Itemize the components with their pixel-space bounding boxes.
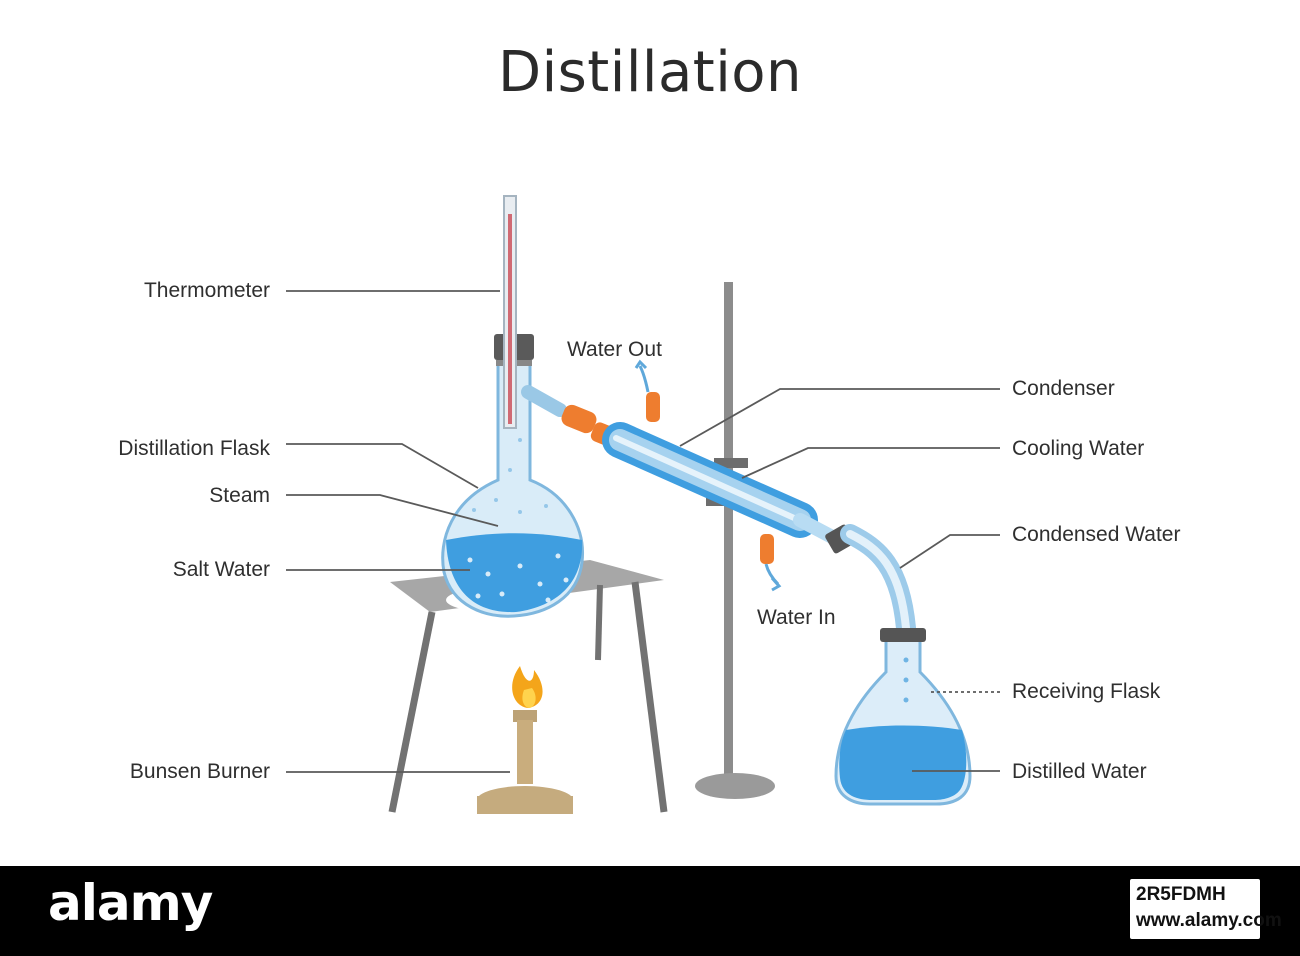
delivery-tube xyxy=(825,524,916,638)
leader-lines xyxy=(286,290,1000,773)
image-id-box: 2R5FDMH www.alamy.com xyxy=(1130,879,1282,939)
label-salt-water: Salt Water xyxy=(172,558,270,581)
label-distilled-water: Distilled Water xyxy=(1012,760,1147,783)
site-url: www.alamy.com xyxy=(1136,910,1282,931)
condenser xyxy=(602,359,845,592)
label-cooling-water: Cooling Water xyxy=(1012,437,1145,460)
image-id: 2R5FDMH xyxy=(1136,884,1226,905)
label-bunsen-burner: Bunsen Burner xyxy=(129,760,270,783)
diagram-title: Distillation xyxy=(497,40,803,105)
watermark-footer: alamy 2R5FDMH www.alamy.com xyxy=(0,866,1300,956)
thermometer xyxy=(503,195,517,429)
bunsen-burner xyxy=(477,666,573,814)
distillation-flask xyxy=(441,334,584,618)
alamy-logo: alamy xyxy=(48,874,213,932)
label-steam: Steam xyxy=(209,484,270,507)
distillation-apparatus xyxy=(286,195,1000,814)
label-receiving-flask: Receiving Flask xyxy=(1012,680,1161,703)
label-water-out: Water Out xyxy=(567,338,662,361)
label-condensed-water: Condensed Water xyxy=(1012,523,1181,546)
label-distillation-flask: Distillation Flask xyxy=(118,437,270,460)
label-condenser: Condenser xyxy=(1012,377,1115,400)
receiving-flask xyxy=(834,628,972,806)
label-water-in: Water In xyxy=(757,606,836,629)
label-thermometer: Thermometer xyxy=(143,279,270,302)
